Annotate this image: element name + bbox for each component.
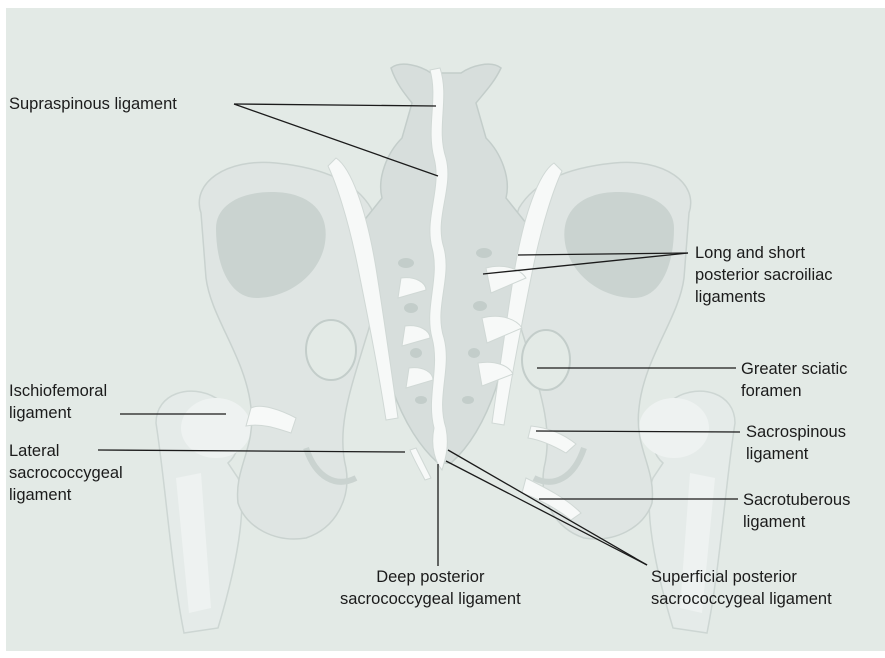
left-femur xyxy=(156,391,251,633)
label-ischiofemoral-ligament: Ischiofemoral ligament xyxy=(9,380,107,424)
label-lateral-sacrococcygeal-ligament: Lateral sacrococcygeal ligament xyxy=(9,440,123,506)
leader-supraspinous-1 xyxy=(234,104,436,106)
diagram-canvas: Supraspinous ligament Long and short pos… xyxy=(6,8,885,651)
label-sacrospinous-ligament: Sacrospinous ligament xyxy=(746,421,846,465)
label-supraspinous-ligament: Supraspinous ligament xyxy=(9,93,177,115)
label-sacrotuberous-ligament: Sacrotuberous ligament xyxy=(743,489,850,533)
label-long-short-posterior-sacroiliac-ligaments: Long and short posterior sacroiliac liga… xyxy=(695,242,833,308)
label-superficial-posterior-sacrococcygeal-ligament: Superficial posterior sacrococcygeal lig… xyxy=(651,566,832,610)
label-deep-posterior-sacrococcygeal-ligament: Deep posterior sacrococcygeal ligament xyxy=(340,566,521,610)
label-greater-sciatic-foramen: Greater sciatic foramen xyxy=(741,358,847,402)
